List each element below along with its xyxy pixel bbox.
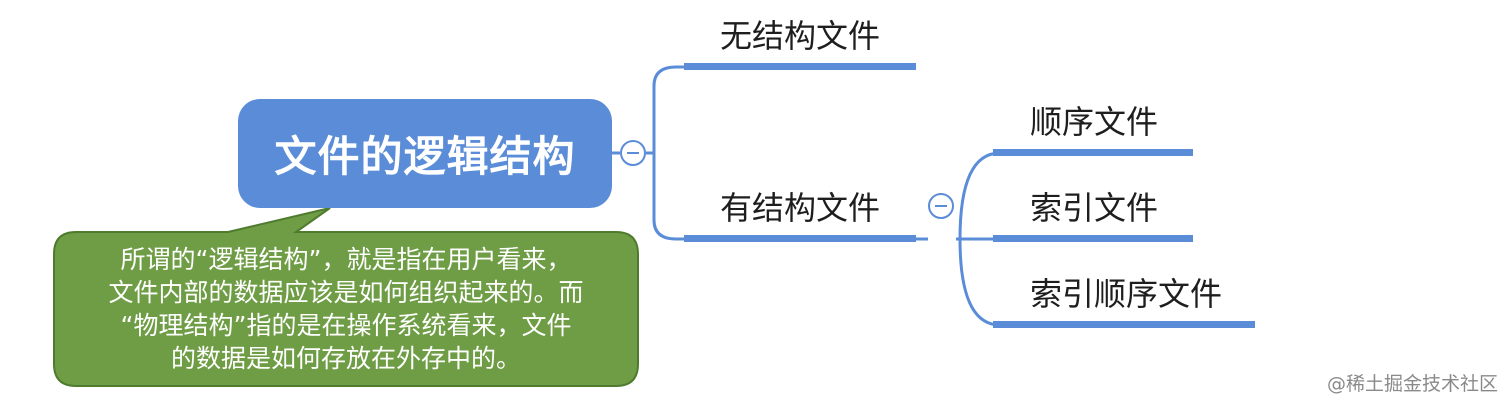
collapse-minus-icon[interactable] xyxy=(928,193,954,219)
root-node[interactable]: 文件的逻辑结构 xyxy=(238,99,612,208)
watermark: @稀土掘金技术社区 xyxy=(1326,373,1498,395)
branch-underline xyxy=(684,63,916,70)
child-node-sequential[interactable]: 顺序文件 xyxy=(1030,103,1159,141)
branch-underline xyxy=(684,235,916,242)
child-underline xyxy=(993,235,1193,242)
callout-line: “物理结构”指的是在操作系统看来，文件 xyxy=(120,311,572,340)
callout-bubble xyxy=(53,207,639,387)
child-node-indexed[interactable]: 索引文件 xyxy=(1030,189,1159,227)
child-node-indexed-sequential[interactable]: 索引顺序文件 xyxy=(1030,275,1223,313)
collapse-minus-icon[interactable] xyxy=(620,140,646,166)
child-underline xyxy=(993,321,1255,328)
callout-note: 所谓的“逻辑结构”，就是指在用户看来， 文件内部的数据应该是如何组织起来的。而 … xyxy=(54,232,638,386)
callout-line: 的数据是如何存放在外存中的。 xyxy=(170,344,521,373)
callout-line: 所谓的“逻辑结构”，就是指在用户看来， xyxy=(120,245,572,274)
root-node-label: 文件的逻辑结构 xyxy=(274,132,576,181)
callout-line: 文件内部的数据应该是如何组织起来的。而 xyxy=(108,278,584,307)
branch-node-unstructured[interactable]: 无结构文件 xyxy=(720,17,881,55)
child-underline xyxy=(993,149,1193,156)
branch-node-structured[interactable]: 有结构文件 xyxy=(720,189,881,227)
